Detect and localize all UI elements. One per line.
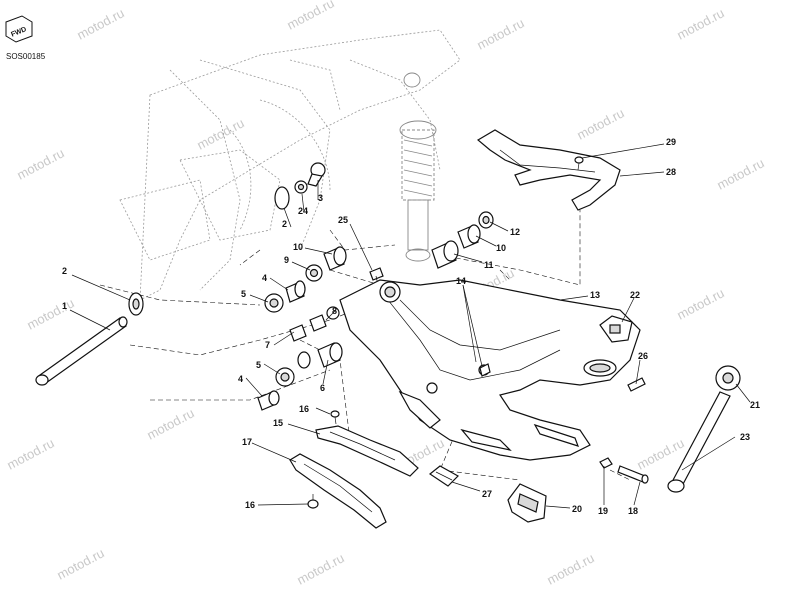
watermark: motod.ru	[674, 285, 726, 322]
bearing-part-11	[431, 240, 459, 269]
callout-13: 13	[590, 290, 600, 300]
callout-1: 1	[62, 301, 67, 311]
axle-part-23	[667, 391, 731, 493]
callout-26: 26	[638, 351, 648, 361]
callout-11: 11	[484, 260, 494, 270]
sleeve-part-6	[317, 342, 343, 368]
callout-23: 23	[740, 432, 750, 442]
bearing-part-10-left	[323, 246, 347, 271]
bushing-part-4-lower	[257, 390, 280, 411]
chain-guide-part-17	[289, 453, 387, 529]
watermark: motod.ru	[74, 5, 126, 42]
screw-part-16-lower	[307, 494, 319, 509]
spacer-part-21	[715, 365, 741, 391]
fwd-direction-tag: FWD	[5, 15, 33, 43]
watermark: motod.ru	[144, 405, 196, 442]
callout-12: 12	[510, 227, 520, 237]
upper-bolt-part-3	[307, 162, 326, 187]
callout-20: 20	[572, 504, 582, 514]
bolt-part-26	[627, 377, 646, 392]
callout-27: 27	[482, 489, 492, 499]
seal-part-5-upper	[264, 293, 284, 313]
bushing-part-4-upper	[285, 280, 306, 303]
callout-15: 15	[273, 418, 283, 428]
frame-ghost-outline	[119, 29, 461, 301]
callout-8: 8	[332, 306, 337, 316]
watermark: motod.ru	[284, 0, 336, 33]
chain-slider-part-15	[315, 425, 419, 477]
bearing-extra	[297, 351, 311, 369]
watermark: motod.ru	[634, 435, 686, 472]
bearing-part-10-right	[457, 224, 481, 249]
screw-part-16-upper	[330, 410, 340, 425]
block-part-20	[507, 483, 547, 523]
chain-guard-part-28	[476, 129, 621, 211]
upper-ring-part-24	[294, 180, 308, 194]
washer-part-2-left	[128, 292, 144, 316]
callout-22: 22	[630, 290, 640, 300]
callout-leaders	[69, 143, 751, 509]
watermark: motod.ru	[24, 295, 76, 332]
bolt-part-25	[369, 267, 384, 286]
seal-part-12	[478, 211, 494, 229]
upper-washer-part-2	[274, 186, 290, 210]
watermark: motod.ru	[674, 5, 726, 42]
callout-5: 5	[256, 360, 261, 370]
pad-part-22	[599, 315, 633, 343]
callout-16: 16	[245, 500, 255, 510]
ring-part-7-b	[309, 314, 327, 332]
callout-28: 28	[666, 167, 676, 177]
callout-4: 4	[262, 273, 267, 283]
callout-2: 2	[62, 266, 67, 276]
callout-10: 10	[293, 242, 303, 252]
callout-3: 3	[318, 193, 323, 203]
nut-part-19	[599, 457, 613, 469]
callout-6: 6	[320, 383, 325, 393]
watermark: motod.ru	[194, 115, 246, 152]
callout-14: 14	[456, 276, 466, 286]
adjuster-screw-part-18	[617, 465, 649, 484]
callout-4: 4	[238, 374, 243, 384]
callout-7: 7	[265, 340, 270, 350]
callout-labels: 2 1 2 24 3 4 5 9 10 25 7 8 6 5 4 16 15 1…	[62, 137, 760, 516]
callout-17: 17	[242, 437, 252, 447]
drawing-ref-code: SOS00185	[6, 52, 46, 61]
watermark: motod.ru	[4, 435, 56, 472]
callout-29: 29	[666, 137, 676, 147]
spacer-part-9	[305, 264, 323, 282]
callout-10: 10	[496, 243, 506, 253]
rear-shock-ghost	[399, 72, 437, 262]
callout-16: 16	[299, 404, 309, 414]
grease-nipple-part-14	[479, 363, 491, 377]
callout-5: 5	[241, 289, 246, 299]
watermark: motod.ru	[54, 545, 106, 582]
watermark: motod.ru	[574, 105, 626, 142]
callout-2: 2	[282, 219, 287, 229]
watermark: motod.ru	[544, 550, 596, 587]
callout-18: 18	[628, 506, 638, 516]
screw-part-29	[574, 156, 584, 171]
callout-24: 24	[298, 206, 308, 216]
pivot-bolt-part-1	[35, 316, 128, 386]
ring-part-7-a	[289, 324, 307, 342]
seal-part-5-lower	[275, 367, 295, 387]
watermark: motod.ru	[474, 15, 526, 52]
callout-25: 25	[338, 215, 348, 225]
watermark: motod.ru	[14, 145, 66, 182]
callout-19: 19	[598, 506, 608, 516]
pad-part-27	[428, 465, 459, 487]
watermark: motod.ru	[714, 155, 766, 192]
callout-21: 21	[750, 400, 760, 410]
watermark: motod.ru	[294, 550, 346, 587]
callout-9: 9	[284, 255, 289, 265]
